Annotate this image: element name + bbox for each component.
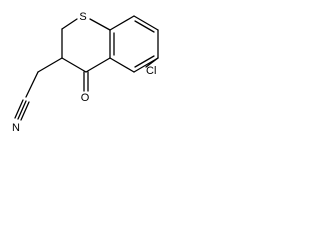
bond-aromatic-5-inner [134,55,155,68]
bond-ch-ch2cn [37,57,63,73]
bond-carbonyl-aromatic [85,57,111,73]
bond-nitrile-triple-c [20,101,30,121]
atom-label-nitrogen: N [12,122,20,134]
chemical-structure: S Cl O N [12,11,159,134]
bond-aromatic-cl [145,57,159,68]
atom-label-chlorine: Cl [146,65,156,77]
bond-ch2-nitrile [25,71,39,98]
bond-s-ch2 [61,18,78,30]
bond-aromatic-3 [133,15,159,31]
bond-ch-carbonyl [61,57,87,73]
bond-nitrile-triple-a [14,99,24,119]
bond-aromatic-6 [109,57,135,73]
bond-nitrile-triple-b [17,100,27,120]
atom-label-sulfur: S [79,11,86,23]
atom-label-oxygen: O [81,92,90,104]
bond-aromatic-2 [109,15,135,31]
bond-s-aromatic [89,18,111,31]
bond-aromatic-3-inner [134,20,155,33]
